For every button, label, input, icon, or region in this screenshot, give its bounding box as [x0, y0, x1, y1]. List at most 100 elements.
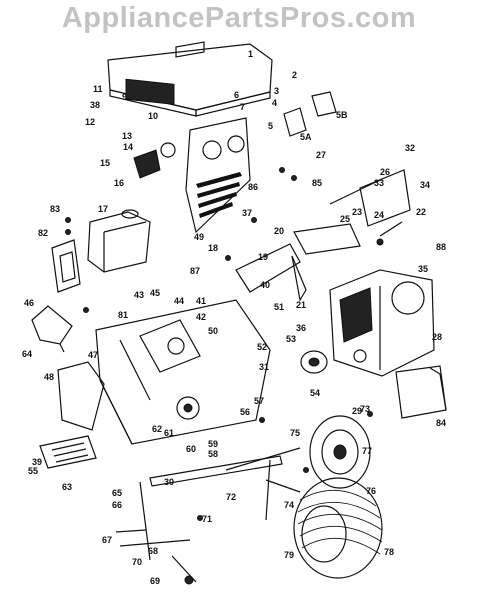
- callout-label-76: 76: [366, 486, 376, 496]
- callout-label-58: 58: [208, 449, 218, 459]
- callout-label-84: 84: [436, 418, 446, 428]
- callout-label-74: 74: [284, 500, 294, 510]
- callout-label-44: 44: [174, 296, 184, 306]
- engine: [329, 269, 435, 377]
- tire: [293, 477, 383, 579]
- callout-label-48: 48: [44, 372, 54, 382]
- tank-bracket: [51, 239, 81, 293]
- decal-plates: [283, 91, 337, 137]
- callout-label-61: 61: [164, 428, 174, 438]
- callout-label-77: 77: [362, 446, 372, 456]
- callout-label-6: 6: [234, 90, 239, 100]
- callout-label-9: 9: [122, 92, 127, 102]
- callout-label-52: 52: [257, 342, 267, 352]
- callout-label-32: 32: [405, 143, 415, 153]
- callout-label-78: 78: [384, 547, 394, 557]
- callout-label-13: 13: [122, 131, 132, 141]
- main-frame: [95, 299, 271, 445]
- callout-label-17: 17: [98, 204, 108, 214]
- callout-label-7: 7: [240, 102, 245, 112]
- callout-label-14: 14: [123, 142, 133, 152]
- callout-label-66: 66: [112, 500, 122, 510]
- callout-label-45: 45: [150, 288, 160, 298]
- callout-label-79: 79: [284, 550, 294, 560]
- callout-label-70: 70: [132, 557, 142, 567]
- hood: [107, 41, 273, 117]
- footrest: [39, 435, 97, 469]
- callout-label-5a: 5A: [300, 132, 312, 142]
- callout-label-59: 59: [208, 439, 218, 449]
- callout-label-19: 19: [258, 252, 268, 262]
- callout-label-12: 12: [85, 117, 95, 127]
- dash-bracket: [235, 223, 361, 302]
- callout-label-25: 25: [340, 214, 350, 224]
- callout-label-36: 36: [296, 323, 306, 333]
- callout-label-28: 28: [432, 332, 442, 342]
- callout-label-54: 54: [310, 388, 320, 398]
- pulley: [300, 350, 328, 374]
- callout-label-73: 73: [360, 404, 370, 414]
- callout-label-31: 31: [259, 362, 269, 372]
- callout-label-41: 41: [196, 296, 206, 306]
- fuel-tank: [87, 209, 151, 273]
- callout-label-51: 51: [274, 302, 284, 312]
- callout-label-88: 88: [436, 242, 446, 252]
- callout-label-29: 29: [352, 406, 362, 416]
- callout-label-57: 57: [254, 396, 264, 406]
- callout-label-38: 38: [90, 100, 100, 110]
- callout-label-18: 18: [208, 243, 218, 253]
- callout-label-11: 11: [93, 84, 103, 94]
- callout-label-63: 63: [62, 482, 72, 492]
- front-grill: [185, 117, 251, 234]
- callout-label-71: 71: [202, 514, 212, 524]
- callout-label-81: 81: [118, 310, 128, 320]
- callout-label-75: 75: [290, 428, 300, 438]
- callout-label-16: 16: [114, 178, 124, 188]
- callout-label-20: 20: [274, 226, 284, 236]
- callout-label-34: 34: [420, 180, 430, 190]
- callout-label-15: 15: [100, 158, 110, 168]
- callout-label-68: 68: [148, 546, 158, 556]
- callout-label-37: 37: [242, 208, 252, 218]
- front-axle: [115, 455, 283, 585]
- callout-label-86: 86: [248, 182, 258, 192]
- light-assembly: [133, 142, 176, 179]
- hardware-bolts: [65, 167, 384, 521]
- callout-label-82: 82: [38, 228, 48, 238]
- callout-label-5: 5: [268, 121, 273, 131]
- callout-label-50: 50: [208, 326, 218, 336]
- callout-label-24: 24: [374, 210, 384, 220]
- callout-label-4: 4: [272, 98, 277, 108]
- callout-label-26: 26: [380, 167, 390, 177]
- wheel-hub: [309, 415, 371, 489]
- callout-label-67: 67: [102, 535, 112, 545]
- callout-label-53: 53: [286, 334, 296, 344]
- callout-label-39: 39: [32, 457, 42, 467]
- callout-label-60: 60: [186, 444, 196, 454]
- callout-label-56: 56: [240, 407, 250, 417]
- callout-label-23: 23: [352, 207, 362, 217]
- callout-label-49: 49: [194, 232, 204, 242]
- callout-label-43: 43: [134, 290, 144, 300]
- callout-label-1: 1: [248, 49, 253, 59]
- callout-label-2: 2: [292, 70, 297, 80]
- callout-label-10: 10: [148, 111, 158, 121]
- callout-label-64: 64: [22, 349, 32, 359]
- callout-label-33: 33: [374, 178, 384, 188]
- callout-label-27: 27: [316, 150, 326, 160]
- callout-label-69: 69: [150, 576, 160, 586]
- muffler: [395, 365, 447, 419]
- callout-label-87: 87: [190, 266, 200, 276]
- callout-label-3: 3: [274, 86, 279, 96]
- callout-label-46: 46: [24, 298, 34, 308]
- callout-label-65: 65: [112, 488, 122, 498]
- callout-label-42: 42: [196, 312, 206, 322]
- callout-labels: 123455A5B6791011121314151617181920212223…: [22, 49, 446, 586]
- callout-label-47: 47: [88, 350, 98, 360]
- steering-linkage: [329, 169, 411, 237]
- callout-label-85: 85: [312, 178, 322, 188]
- callout-label-35: 35: [418, 264, 428, 274]
- callout-label-62: 62: [152, 424, 162, 434]
- callout-label-30: 30: [164, 477, 174, 487]
